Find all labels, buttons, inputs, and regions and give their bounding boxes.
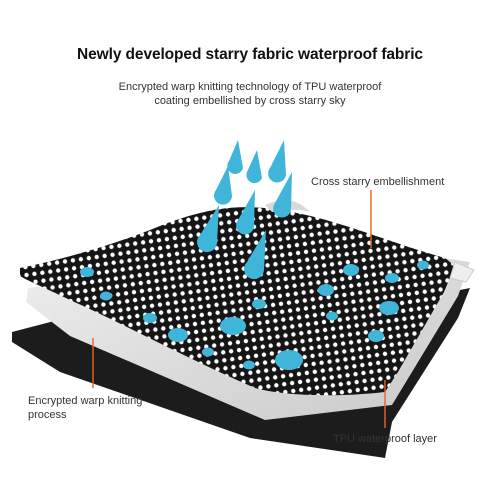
raindrop-3 <box>268 140 286 183</box>
droplet-9 <box>275 350 303 370</box>
droplet-2 <box>100 291 112 301</box>
callout-warp-knitting: Encrypted warp knitting process <box>28 394 168 422</box>
raindrop-8 <box>244 230 266 280</box>
raindrop-2 <box>246 150 262 184</box>
raindrop-4 <box>214 166 232 205</box>
droplet-11 <box>318 284 334 296</box>
droplet-15 <box>368 330 384 342</box>
starry-fabric-layer <box>20 207 455 396</box>
fabric-corner-notch <box>449 261 475 283</box>
raindrop-5 <box>273 172 292 218</box>
droplet-4 <box>168 328 188 342</box>
droplet-13 <box>379 301 399 315</box>
raindrop-6 <box>236 190 255 235</box>
droplet-3 <box>143 313 157 323</box>
droplet-12 <box>343 264 359 276</box>
subtitle-line-1: Encrypted warp knitting technology of TP… <box>118 81 382 93</box>
subtitle-line-2: coating embellished by cross starry sky <box>154 95 346 107</box>
callout-warp-knitting-line-1: Encrypted warp knitting <box>28 395 143 407</box>
droplet-8 <box>243 360 255 370</box>
raindrop-7 <box>197 205 219 253</box>
droplet-16 <box>417 260 429 270</box>
page-subtitle: Encrypted warp knitting technology of TP… <box>0 80 500 108</box>
droplet-1 <box>80 267 94 277</box>
falling-raindrops <box>197 140 292 280</box>
callout-tpu-layer: TPU waterproof layer <box>333 433 437 445</box>
fabric-droplets <box>80 260 429 370</box>
callout-warp-knitting-line-2: process <box>28 409 67 421</box>
droplet-10 <box>326 311 338 321</box>
droplet-14 <box>385 273 399 283</box>
droplet-6 <box>220 317 246 335</box>
droplet-5 <box>202 347 214 357</box>
callout-cross-starry: Cross starry embellishment <box>311 176 445 188</box>
page-title: Newly developed starry fabric waterproof… <box>77 46 423 63</box>
raindrop-1 <box>227 140 243 174</box>
droplet-7 <box>252 299 266 309</box>
